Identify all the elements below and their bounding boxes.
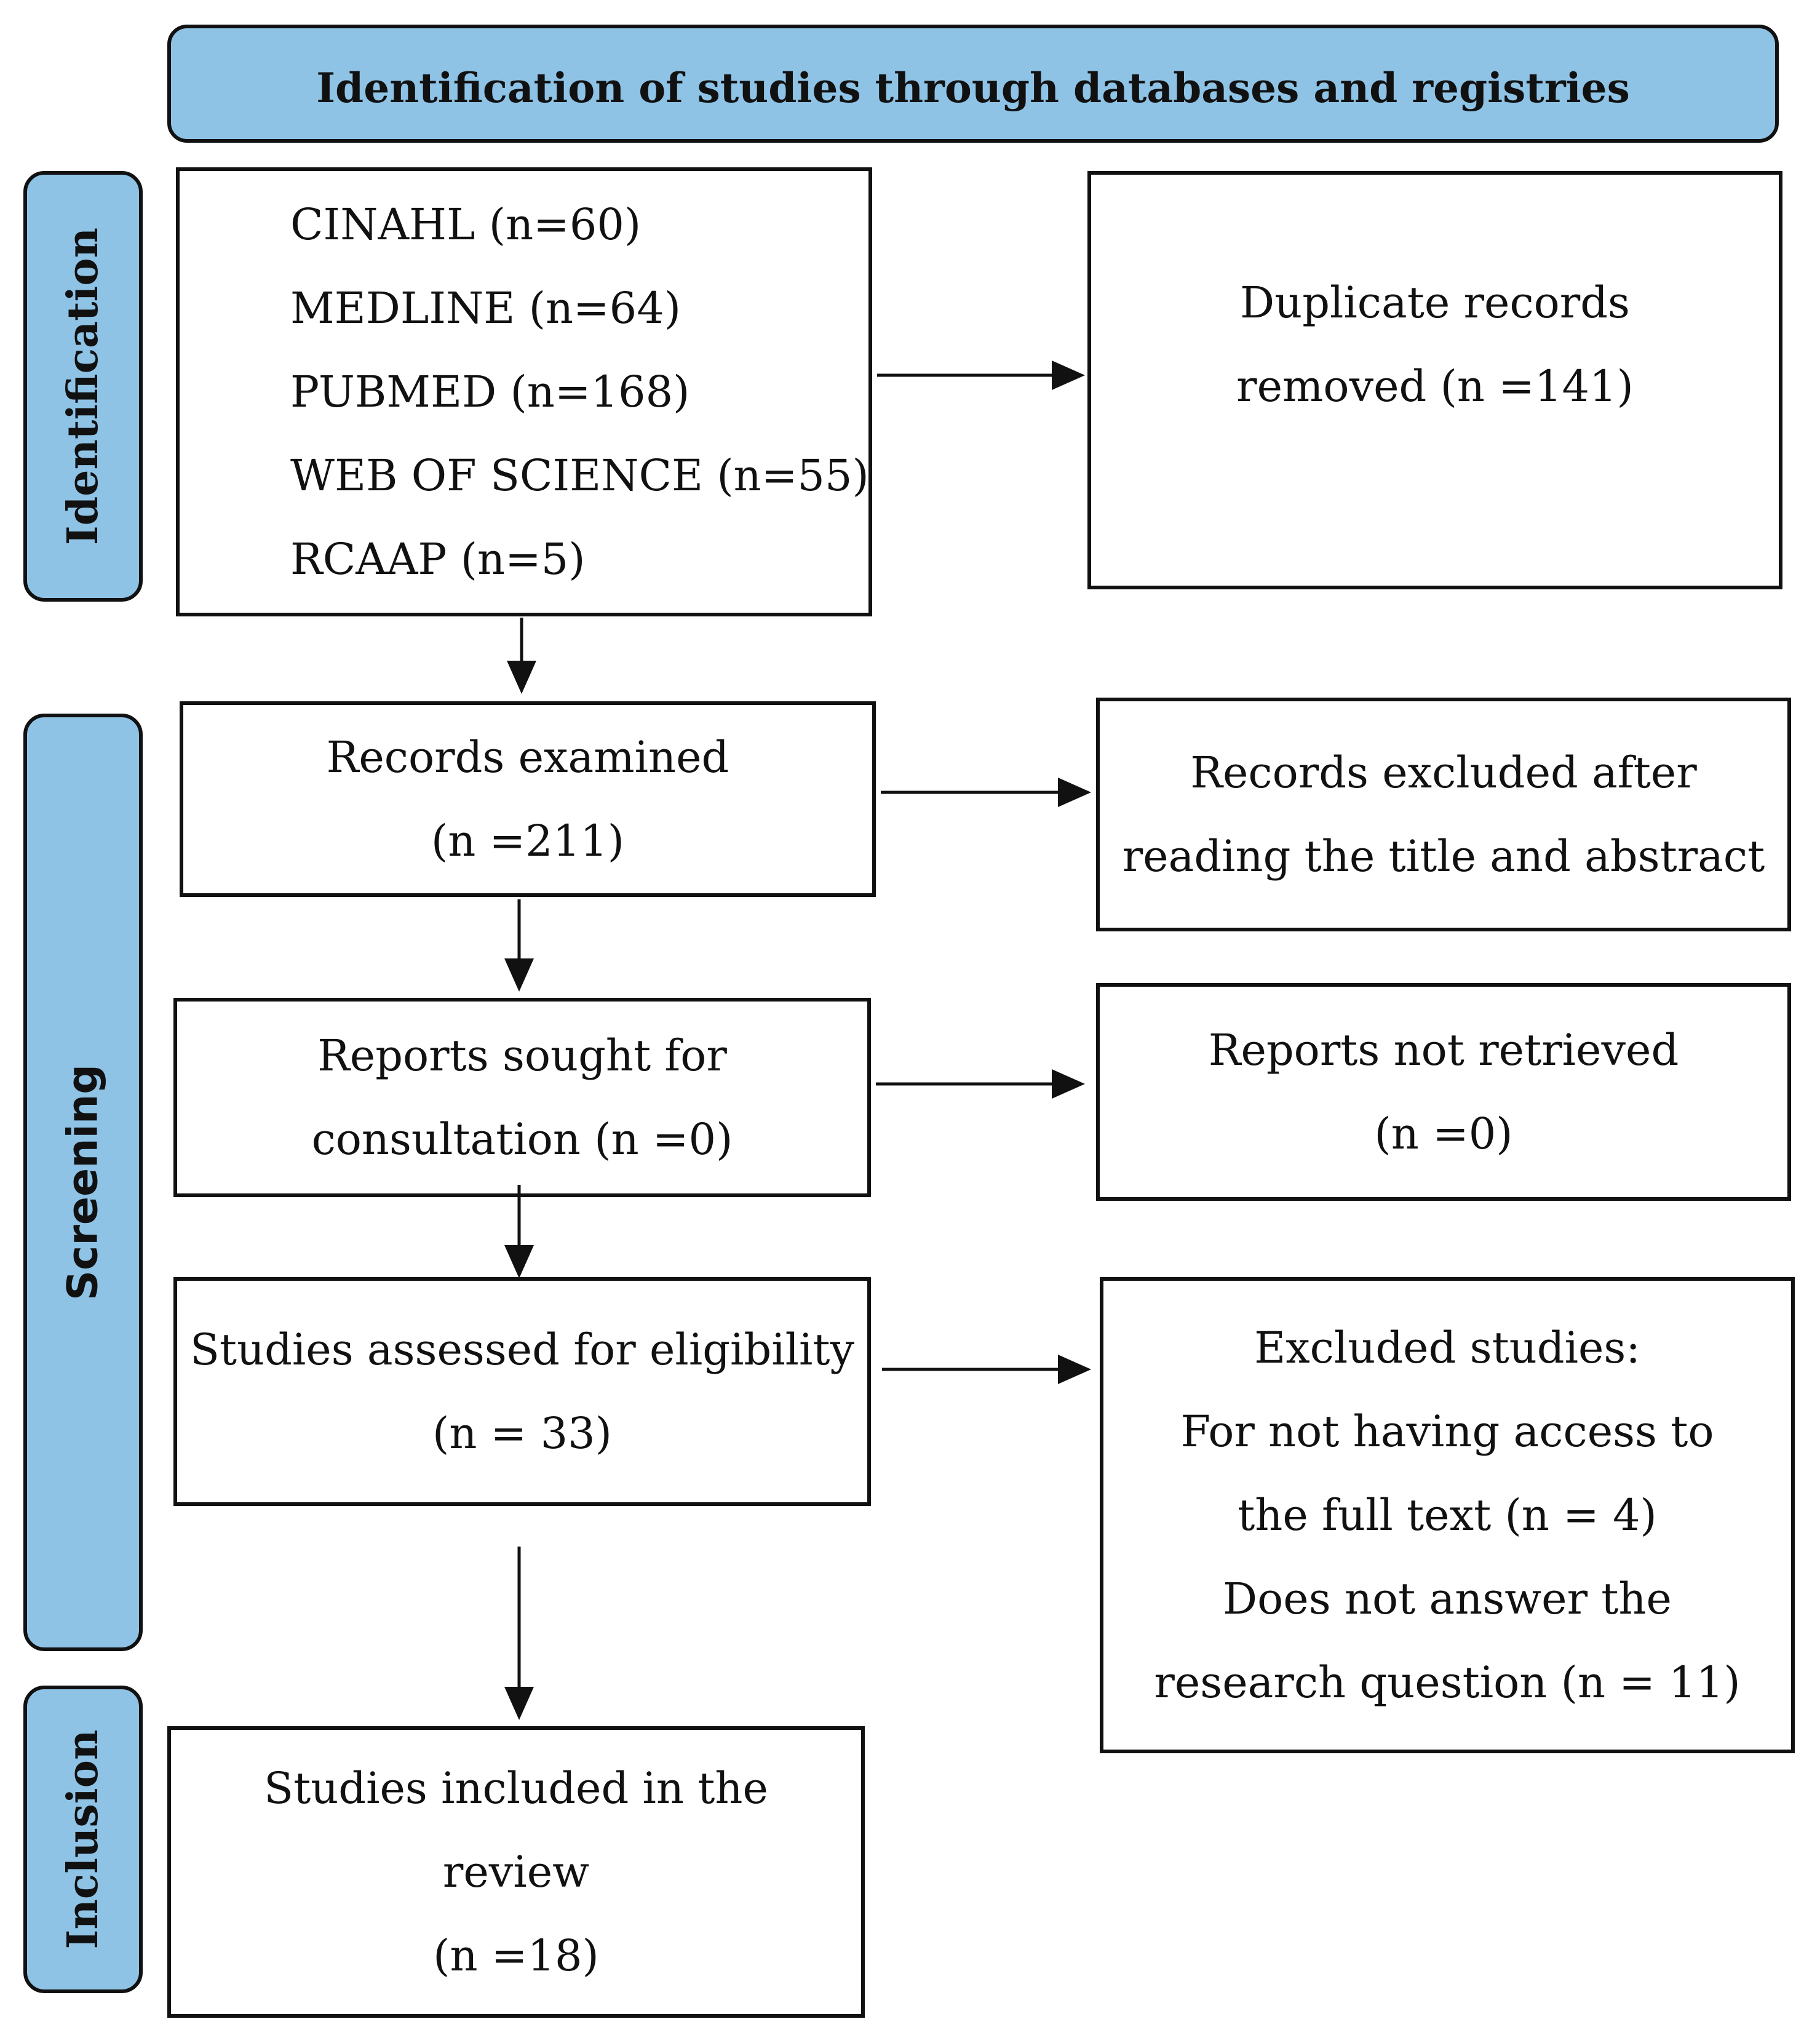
duplicates-line: Duplicate records: [1240, 277, 1630, 328]
records-examined-box: Records examined (n =211): [180, 701, 876, 897]
reports-not-retrieved-line: (n =0): [1374, 1109, 1513, 1159]
duplicates-box: Duplicate records removed (n =141): [1087, 171, 1782, 589]
databases-box: CINAHL (n=60) MEDLINE (n=64) PUBMED (n=1…: [176, 167, 872, 616]
phase-screening: Screening: [23, 714, 143, 1651]
included-line: review: [442, 1847, 590, 1897]
reports-not-retrieved-box: Reports not retrieved (n =0): [1096, 983, 1791, 1201]
excluded-studies-line: Does not answer the: [1223, 1574, 1672, 1624]
records-excluded-box: Records excluded after reading the title…: [1096, 698, 1791, 931]
database-item: PUBMED (n=168): [290, 367, 690, 417]
phase-screening-label: Screening: [58, 1064, 108, 1300]
phase-identification-label: Identification: [58, 227, 108, 546]
included-line: (n =18): [433, 1930, 599, 1981]
database-item: CINAHL (n=60): [290, 199, 642, 250]
reports-not-retrieved-line: Reports not retrieved: [1208, 1025, 1679, 1075]
phase-inclusion-label: Inclusion: [58, 1729, 108, 1949]
reports-sought-line: consultation (n =0): [311, 1114, 733, 1165]
records-excluded-line: reading the title and abstract: [1122, 831, 1765, 882]
arrow-to-included: [504, 1547, 534, 1720]
header-bar: Identification of studies through databa…: [167, 25, 1779, 143]
reports-sought-box: Reports sought for consultation (n =0): [173, 998, 871, 1197]
records-examined-line: Records examined: [326, 732, 729, 783]
arrow-to-records-excluded: [881, 778, 1091, 807]
arrow-to-excluded-studies: [882, 1355, 1091, 1384]
excluded-studies-line: Excluded studies:: [1254, 1323, 1640, 1373]
excluded-studies-box: Excluded studies: For not having access …: [1100, 1277, 1795, 1753]
records-excluded-line: Records excluded after: [1190, 747, 1697, 798]
arrow-to-reports-sought: [504, 899, 534, 992]
database-item: RCAAP (n=5): [290, 534, 586, 584]
arrow-to-eligibility: [504, 1185, 534, 1278]
arrow-to-duplicates: [877, 360, 1085, 390]
duplicates-line: removed (n =141): [1236, 361, 1634, 412]
header-title: Identification of studies through databa…: [316, 64, 1630, 112]
included-box: Studies included in the review (n =18): [167, 1726, 865, 2018]
eligibility-box: Studies assessed for eligibility (n = 33…: [173, 1277, 871, 1506]
arrow-to-records-examined: [507, 618, 536, 694]
eligibility-line: Studies assessed for eligibility: [189, 1324, 855, 1375]
excluded-studies-line: the full text (n = 4): [1238, 1490, 1657, 1540]
database-item: MEDLINE (n=64): [290, 283, 682, 333]
database-item: WEB OF SCIENCE (n=55): [290, 450, 869, 501]
reports-sought-line: Reports sought for: [317, 1030, 727, 1081]
excluded-studies-line: research question (n = 11): [1154, 1657, 1741, 1708]
phase-identification: Identification: [23, 171, 143, 602]
excluded-studies-line: For not having access to: [1180, 1406, 1714, 1457]
arrow-to-reports-not-retrieved: [876, 1069, 1085, 1099]
included-line: Studies included in the: [264, 1763, 768, 1814]
eligibility-line: (n = 33): [432, 1408, 612, 1459]
phase-inclusion: Inclusion: [23, 1686, 143, 1993]
records-examined-line: (n =211): [431, 816, 625, 866]
